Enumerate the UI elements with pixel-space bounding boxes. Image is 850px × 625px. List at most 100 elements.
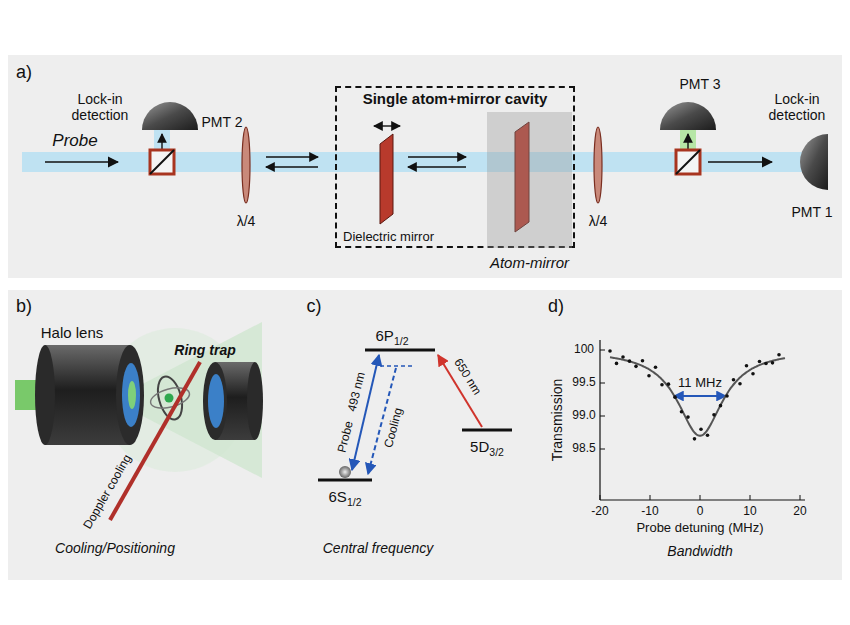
- data-point: [751, 372, 755, 376]
- y-axis: [599, 340, 600, 500]
- data-point: [667, 382, 671, 386]
- data-point: [693, 437, 697, 441]
- tick-label: 0: [697, 505, 704, 519]
- beam-arrow: [266, 166, 318, 167]
- data-point: [686, 415, 690, 419]
- part-label: Ring trap: [174, 342, 235, 358]
- panel-caption: Cooling/Positioning: [55, 540, 175, 556]
- plot-area: [608, 349, 785, 440]
- tick-label: 99.5: [572, 376, 595, 390]
- atom: [339, 466, 351, 478]
- beam-splitter: [676, 150, 700, 174]
- data-point: [654, 365, 658, 369]
- beam-arrow: [408, 156, 466, 157]
- beam-arrow: [161, 134, 162, 149]
- data-point: [680, 410, 684, 414]
- cooling-beam: [110, 362, 200, 520]
- pmt-detector: [800, 134, 828, 190]
- lens-glass: [128, 381, 136, 409]
- halo-lens: [116, 345, 144, 445]
- dielectric-mirror: [380, 134, 393, 224]
- virtual-level: [380, 365, 412, 367]
- axis-title: Transmission: [549, 379, 565, 462]
- wavelength-label: 493 nm: [345, 371, 368, 413]
- panel-caption: Bandwidth: [667, 543, 732, 559]
- beam-arrow: [408, 166, 466, 167]
- beam-label: Doppler cooling: [81, 452, 135, 531]
- panel-background: [8, 290, 842, 580]
- data-point: [745, 364, 749, 368]
- data-point: [764, 362, 768, 366]
- width-arrow: [674, 395, 726, 397]
- box-text: Dielectric mirror: [343, 230, 434, 245]
- box-heading: Atom-mirror: [490, 254, 569, 271]
- data-point: [647, 374, 651, 378]
- detector-label: PMT 2: [202, 114, 243, 130]
- detector-label: PMT 3: [680, 76, 721, 92]
- tick-label: 10: [743, 505, 756, 519]
- data-point: [608, 349, 612, 353]
- beam-splitter: [676, 150, 700, 174]
- beam-arrow: [266, 156, 318, 157]
- waveplate-label: λ/4: [237, 213, 256, 229]
- part-label: Halo lens: [41, 324, 104, 341]
- width-label: 11 MHz: [678, 376, 722, 391]
- pmt-detector: [660, 102, 716, 130]
- data-point: [712, 413, 716, 417]
- lens-glass: [208, 374, 224, 428]
- data-point: [673, 395, 677, 399]
- halo-lens: [35, 345, 55, 445]
- tick-label: -10: [641, 505, 658, 519]
- pmt-detector: [142, 102, 198, 130]
- level-label: 6P1/2: [376, 327, 409, 344]
- cavity-box: Single atom+mirror cavityDielectric mirr…: [335, 86, 575, 248]
- tick-label: -20: [591, 505, 608, 519]
- imaging-lens: [247, 362, 263, 440]
- beam-arrow: [687, 134, 688, 149]
- axis-title: Probe detuning (MHz): [636, 521, 763, 536]
- data-point: [771, 361, 775, 365]
- transition-label: Cooling: [382, 407, 406, 450]
- imaging-cone: [135, 322, 262, 478]
- level-label: 6S1/2: [329, 488, 362, 505]
- x-axis: [600, 499, 805, 500]
- lens-glass: [122, 363, 140, 427]
- wavelength-label: 650 nm: [451, 356, 484, 397]
- data-point: [706, 433, 710, 437]
- energy-level: [365, 349, 435, 352]
- panel-letter: d): [548, 296, 564, 317]
- beam-splitter: [150, 150, 174, 174]
- energy-level: [462, 429, 512, 432]
- tick-label: 99.0: [572, 409, 595, 423]
- detector-label: PMT 1: [792, 204, 833, 220]
- data-point: [719, 404, 723, 408]
- panel-background: [8, 55, 842, 278]
- data-point: [699, 427, 703, 431]
- imaging-lens: [203, 362, 227, 440]
- waveplate: [242, 127, 250, 203]
- beam-arrow: [708, 161, 772, 163]
- axis-ticks: [600, 350, 800, 500]
- panel-letter: b): [16, 296, 32, 317]
- fit-curve: [610, 357, 785, 435]
- atom-mirror-region: Atom-mirror: [487, 112, 572, 248]
- data-point: [660, 383, 664, 387]
- panel-letter: c): [307, 296, 322, 317]
- level-label: 5D3/2: [470, 438, 504, 455]
- data-point: [777, 353, 781, 357]
- fluorescence-beam: [680, 128, 696, 152]
- detection-label: Lock-in detection: [757, 91, 837, 123]
- data-point: [615, 362, 619, 366]
- waveplate: [594, 127, 602, 203]
- trapped-atom: [165, 394, 174, 403]
- beam-arrow: [45, 161, 118, 163]
- box-heading: Single atom+mirror cavity: [363, 90, 548, 107]
- beam-splitter: [150, 150, 174, 174]
- data-point: [621, 355, 625, 359]
- data-point: [634, 365, 638, 369]
- panel-caption: Central frequency: [323, 540, 434, 556]
- beam-label: Probe: [52, 131, 97, 151]
- tick-label: 20: [793, 505, 806, 519]
- detection-label: Lock-in detection: [65, 91, 135, 123]
